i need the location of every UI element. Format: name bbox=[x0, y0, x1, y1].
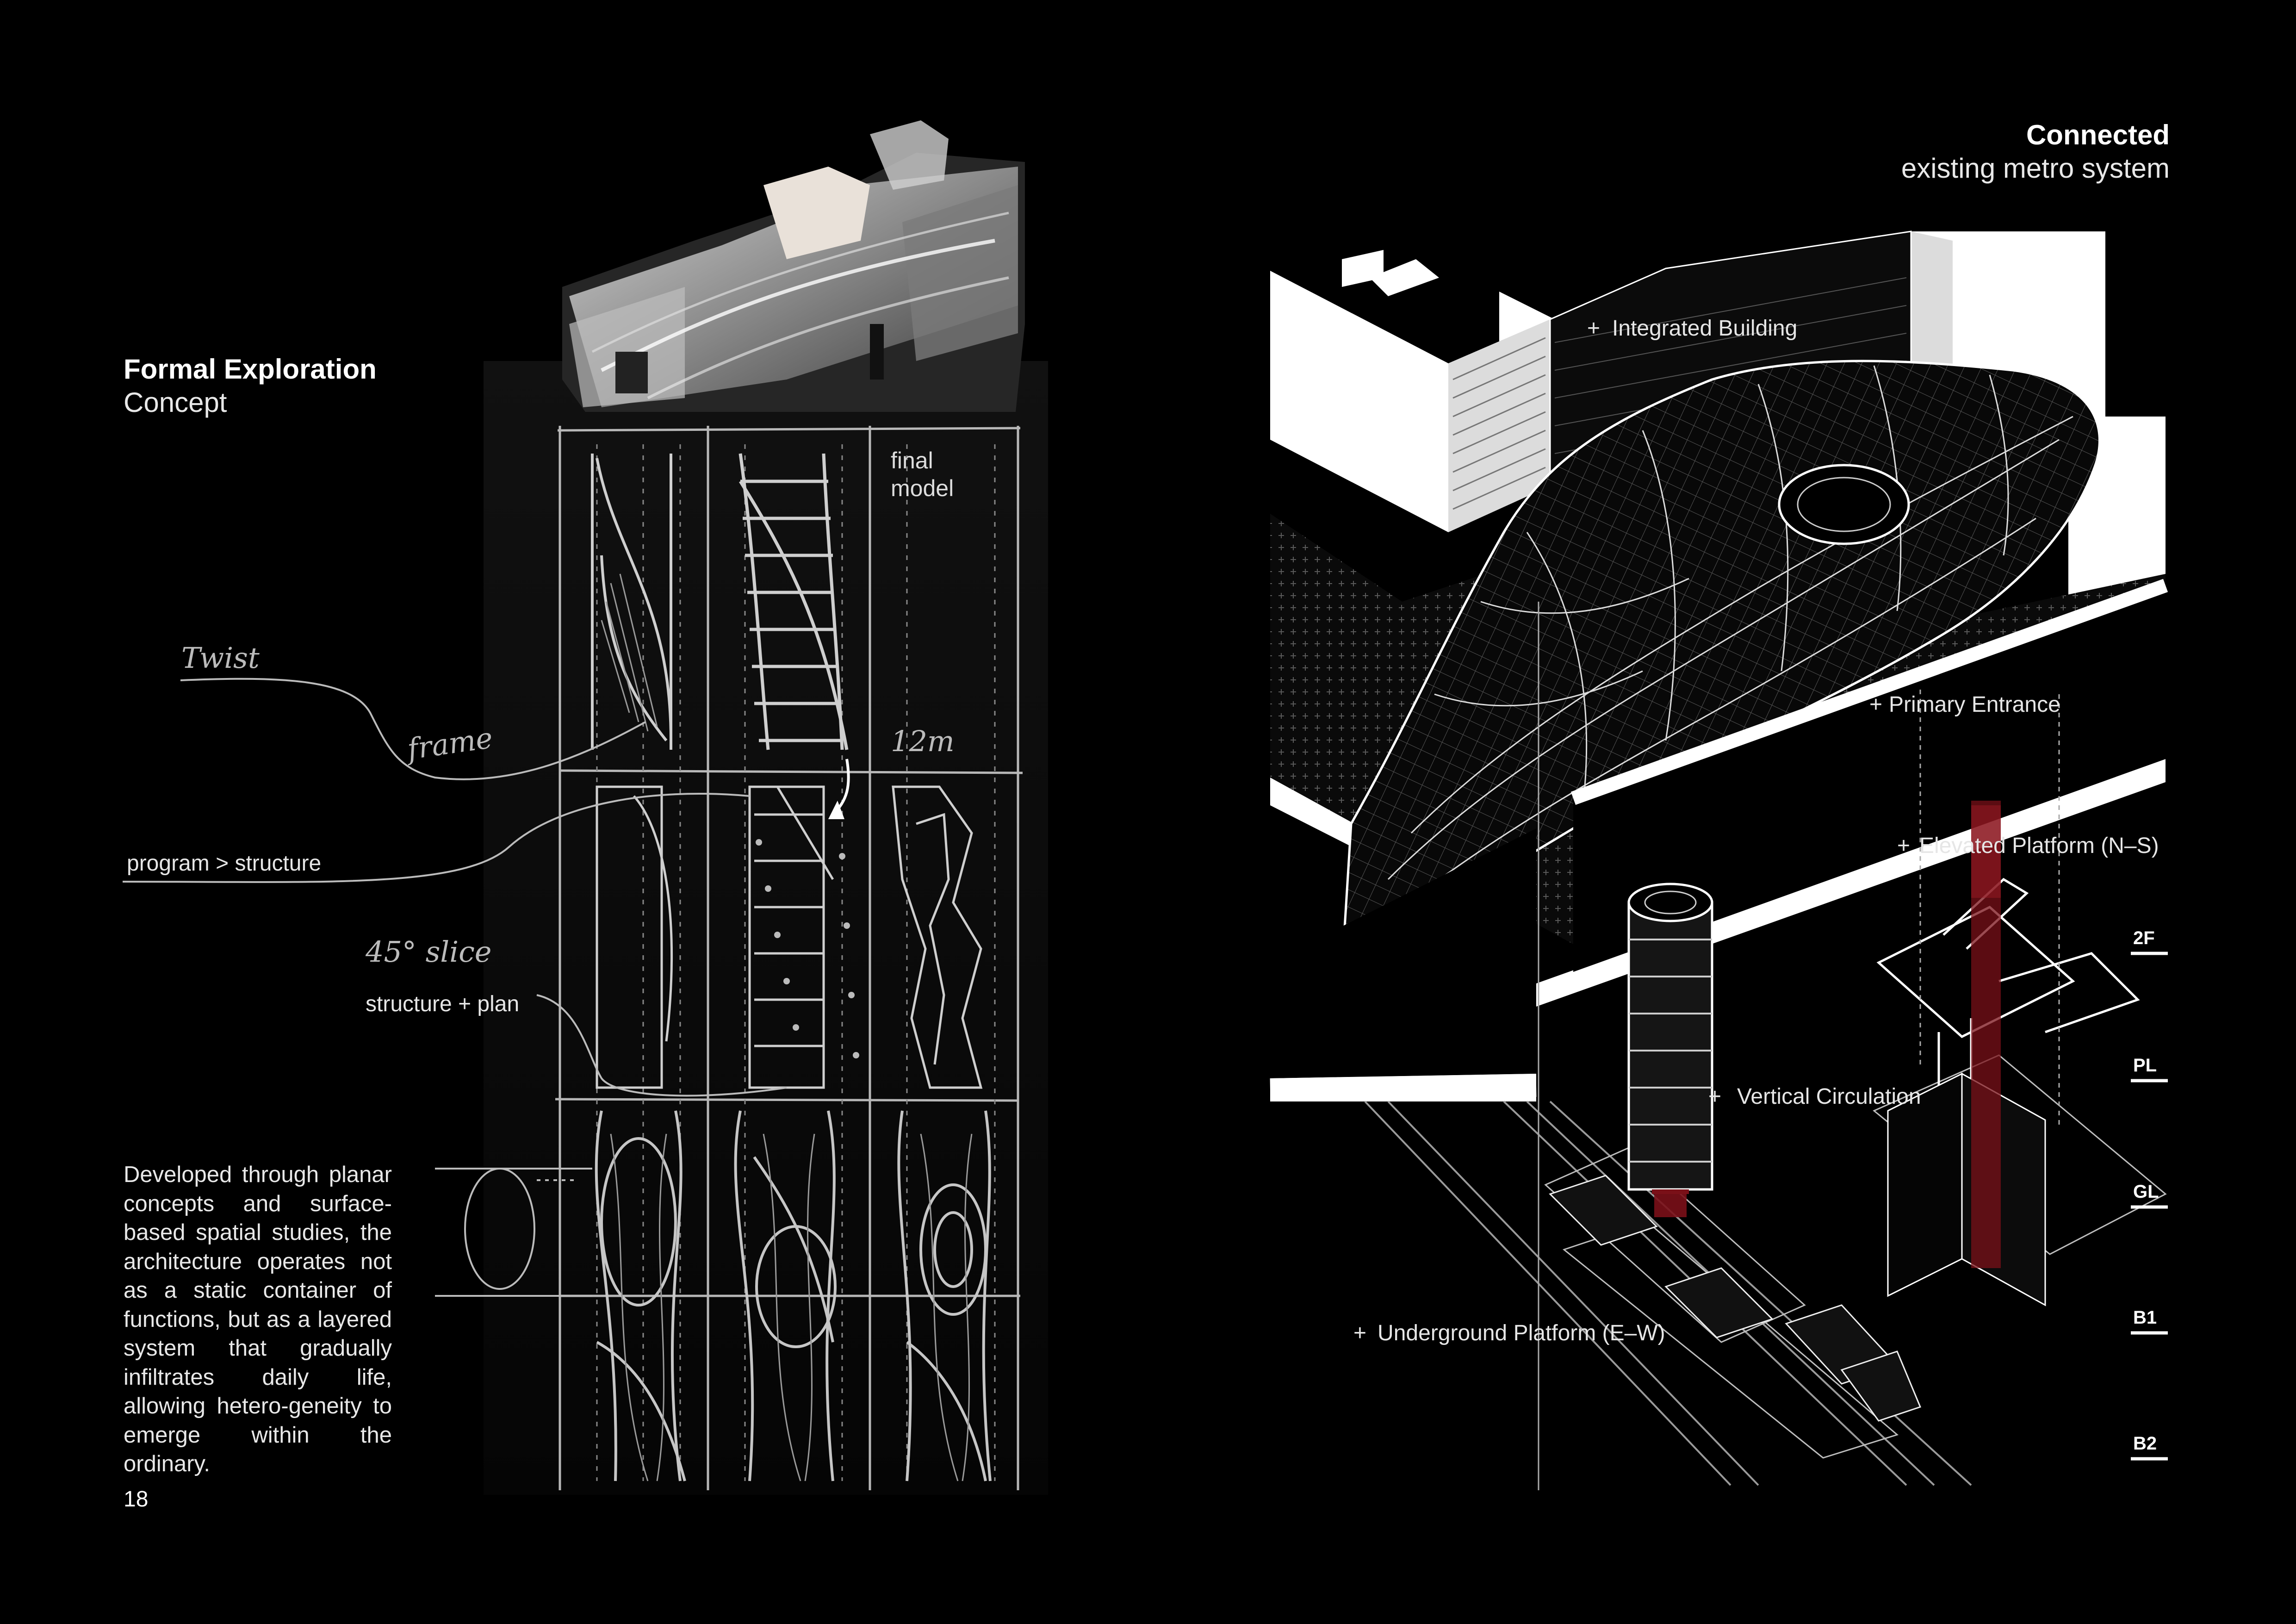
plus-icon: + bbox=[1353, 1321, 1367, 1345]
left-body-text: Developed through planar concepts and su… bbox=[124, 1162, 392, 1476]
level-b1: B1 bbox=[2133, 1307, 2157, 1328]
sketch-label-final-model: final model bbox=[891, 448, 954, 501]
level-gl: GL bbox=[2133, 1182, 2159, 1202]
annotation-structure-plan: structure + plan bbox=[366, 992, 520, 1016]
callout-underground-platform: +Underground Platform (E–W) bbox=[1353, 1321, 1665, 1345]
left-heading: Formal Exploration Concept bbox=[124, 353, 377, 419]
sketch-label-height: 12m bbox=[891, 724, 955, 758]
left-subtitle: Concept bbox=[124, 387, 227, 418]
sketch-label-slice: 45° slice bbox=[366, 935, 492, 969]
page-number: 18 bbox=[124, 1487, 149, 1512]
level-2f: 2F bbox=[2133, 928, 2155, 948]
plus-icon: + bbox=[1897, 834, 1911, 858]
plus-icon: + bbox=[1869, 692, 1883, 717]
level-pl: PL bbox=[2133, 1055, 2157, 1076]
callout-primary-entrance: +Primary Entrance bbox=[1869, 692, 2060, 717]
callout-integrated-building: +Integrated Building bbox=[1587, 316, 1798, 341]
right-heading: Connected existing metro system bbox=[1901, 118, 2170, 185]
right-subtitle: existing metro system bbox=[1901, 153, 2170, 184]
sketch-label-twist: Twist bbox=[181, 641, 260, 675]
callout-vertical-circulation: +Vertical Circulation bbox=[1708, 1084, 1921, 1109]
level-b2: B2 bbox=[2133, 1433, 2157, 1454]
callout-elevated-platform: +Elevated Platform (N–S) bbox=[1897, 834, 2159, 858]
left-title: Formal Exploration bbox=[124, 354, 377, 385]
plus-icon: + bbox=[1587, 316, 1601, 341]
right-title: Connected bbox=[2026, 119, 2170, 150]
annotation-program-structure: program > structure bbox=[127, 851, 322, 876]
plus-icon: + bbox=[1708, 1084, 1722, 1109]
sketch-label-frame: frame bbox=[405, 721, 495, 766]
